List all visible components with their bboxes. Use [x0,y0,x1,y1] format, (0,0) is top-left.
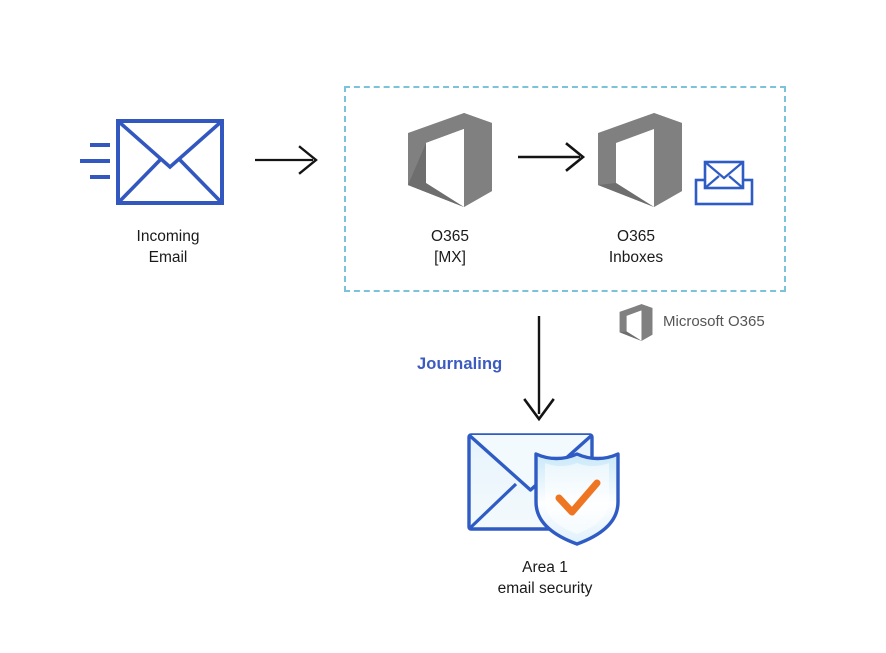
arrow-down-icon [518,316,560,422]
office-365-icon [594,111,686,209]
label-journaling: Journaling [417,355,503,373]
arrow-right-icon [518,140,588,174]
envelope-icon [116,119,224,205]
caption-incoming-email: Incoming Email [136,228,200,266]
office-365-icon [618,303,654,342]
inbox-tray-icon [694,158,754,206]
caption-area1-email-security: Area 1 email security [497,559,593,597]
caption-o365-inboxes: O365 Inboxes [608,228,664,266]
caption-o365-mx: O365 [MX] [431,228,469,266]
motion-lines-icon [78,140,112,184]
legend-label-microsoft-o365: Microsoft O365 [663,313,765,330]
arrow-right-icon [255,143,320,177]
secure-email-shield-icon [466,430,632,546]
o365-boundary-zone [344,86,786,292]
office-365-icon [404,111,496,209]
